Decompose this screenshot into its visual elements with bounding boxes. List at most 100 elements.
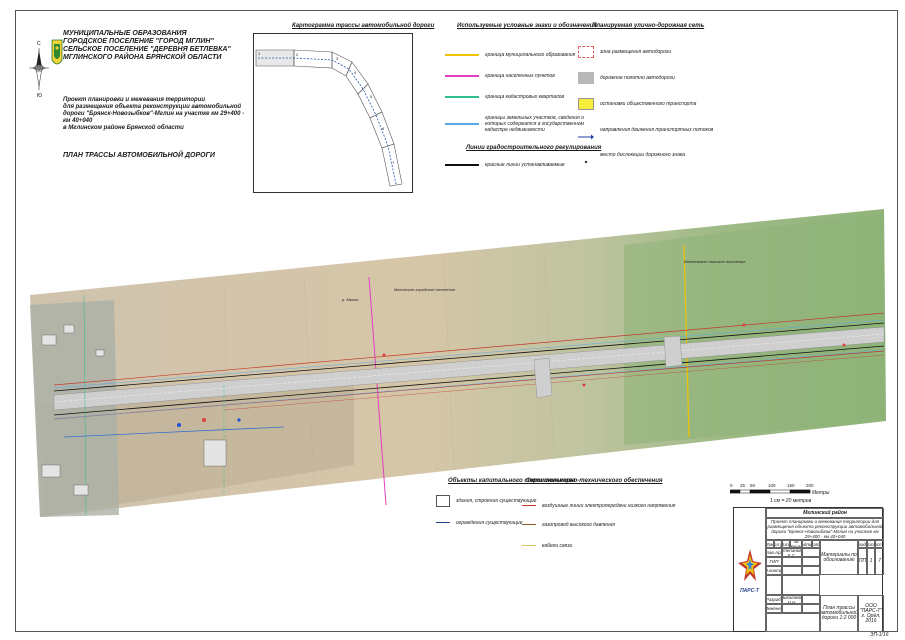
row-role: Разраб. — [766, 595, 782, 604]
row-name — [782, 604, 802, 613]
legend-item: ограждения существующие — [436, 520, 523, 526]
stage-value: ПП — [858, 548, 867, 575]
keymap-title: Картограмма трассы автомобильной дороги — [292, 23, 435, 29]
row-role: Н.контр. — [766, 566, 782, 575]
sheet-head: Лист — [867, 540, 875, 548]
scale-tick: 200 — [806, 483, 814, 488]
row-sign — [802, 557, 820, 566]
row-sign — [802, 604, 820, 613]
keymap-panel[interactable]: 1 2 3 4 5 6 7 — [253, 33, 413, 193]
legend-item: кабели связи — [522, 543, 572, 549]
legend-item: границы земельных участков, сведения о к… — [445, 115, 585, 133]
logo-text: ПАРС-Т — [740, 587, 759, 594]
row-role: ГИП — [766, 557, 782, 566]
spacer — [820, 575, 884, 595]
legend-item: здания, строения существующие — [436, 495, 536, 507]
legend-label: кабели связи — [542, 543, 573, 549]
col-head: Дата — [812, 540, 820, 548]
legend-item: направления движения транспортных потоко… — [578, 127, 713, 140]
col-head: Кол.уч — [774, 540, 782, 548]
legend-utilities-title: Сети инженерно-технического обеспечения — [526, 478, 663, 484]
legend-symbol — [445, 94, 479, 100]
row-empty — [782, 575, 820, 595]
scale-tick: 0 — [730, 483, 733, 488]
star-logo-icon — [737, 548, 762, 581]
drawing-name: План трассы автомобильной дороги 1:2 000 — [820, 595, 858, 632]
org-line: ГОРОДСКОЕ ПОСЕЛЕНИЕ "ГОРОД МГЛИН" — [63, 38, 214, 45]
row-sign — [802, 566, 820, 575]
legend-symbol — [522, 503, 536, 509]
row-role: Инженер — [766, 604, 782, 613]
legend-item: место дислокации дорожного знака — [578, 152, 686, 164]
title-block: ПАРС-Т Мглинский район Проект планировки… — [733, 507, 884, 632]
project-line: дороги "Брянск-Новозыбков"-Мглин на учас… — [63, 111, 245, 124]
keymap-sheet-label: 6 — [382, 126, 385, 131]
legend-symbol — [436, 520, 450, 526]
row-name: Николаева Н.Н. — [782, 595, 802, 604]
legend-symbol — [522, 522, 536, 528]
sheets-head: Листов — [875, 540, 884, 548]
legend-item: воздушные линии электропередачи низкого … — [522, 503, 675, 509]
legend-label: граница населенных пунктов — [485, 73, 555, 79]
keymap-sheet-label: 7 — [392, 160, 395, 165]
arrow-right-icon — [578, 127, 594, 140]
sheet-value: 1 — [867, 548, 875, 575]
legend-label: место дислокации дорожного знака — [600, 152, 686, 158]
legend-label: ограждения существующие — [456, 520, 523, 526]
keymap-sheet-label: 3 — [336, 56, 339, 61]
row-name — [782, 566, 802, 575]
project-cell: Проект планировки и межевания территории… — [766, 518, 884, 540]
legend-symbol — [445, 52, 479, 58]
dot-icon — [578, 152, 594, 164]
col-head: Подпись — [802, 540, 812, 548]
materials-cell: Материалы по обоснованию — [820, 540, 858, 575]
project-line: для размещения объекта реконструкции авт… — [63, 104, 242, 110]
legend-item: граница кадастровых кварталов — [445, 94, 564, 100]
scale-ratio: 1 см = 20 метров — [770, 498, 812, 504]
legend-symbol — [436, 495, 450, 507]
scale-tick: 100 — [768, 483, 776, 488]
map-label-river: р. Мглин — [341, 297, 359, 302]
col-head: Лист — [782, 540, 790, 548]
sheets-value: 7 — [875, 548, 884, 575]
row-empty — [766, 575, 782, 595]
company-cell: ООО "ПАРС-Т" г. Орёл, 2016 — [858, 595, 884, 632]
legend-item: дорожное полотно автодороги — [578, 72, 675, 84]
plan-title: ПЛАН ТРАССЫ АВТОМОБИЛЬНОЙ ДОРОГИ — [63, 152, 215, 159]
legend-label: граница муниципального образования — [485, 52, 576, 58]
road-plan-map[interactable]: р. Мглин Мглинское городское поселение Б… — [24, 205, 892, 525]
legend-label: граница кадастровых кварталов — [485, 94, 565, 100]
org-line: МУНИЦИПАЛЬНЫЕ ОБРАЗОВАНИЯ — [63, 30, 187, 37]
compass-south: Ю — [37, 93, 42, 98]
legend-symbol — [445, 121, 479, 127]
legend-item: зона размещения автодороги — [578, 46, 671, 58]
legend-label: здания, строения существующие — [456, 498, 537, 504]
organization-header: МУНИЦИПАЛЬНЫЕ ОБРАЗОВАНИЯ ГОРОДСКОЕ ПОСЕ… — [63, 30, 243, 62]
company-logo: ПАРС-Т — [734, 508, 766, 632]
legend-item: граница населенных пунктов — [445, 73, 555, 79]
row-sign — [802, 548, 820, 557]
compass-north: С — [37, 41, 41, 47]
keymap-sheet-label: 1 — [258, 51, 261, 56]
legend-symbol — [445, 73, 479, 79]
legend-symbol — [578, 46, 594, 58]
keymap-sheet-label: 2 — [296, 52, 299, 57]
keymap-sheet-label: 5 — [370, 94, 373, 99]
legend-label: границы земельных участков, сведения о к… — [485, 115, 584, 133]
keymap-sheet-label: 4 — [354, 70, 357, 75]
row-role: Глав.Арх. — [766, 548, 782, 557]
legend-conventional-title: Используемые условные знаки и обозначени… — [457, 23, 597, 29]
legend-item: остановки общественного транспорта — [578, 98, 696, 110]
org-line: СЕЛЬСКОЕ ПОСЕЛЕНИЕ "ДЕРЕВНЯ БЕТЛЕВКА" — [63, 46, 231, 53]
legend-symbol — [578, 72, 594, 84]
scale-unit: Метры — [812, 490, 830, 496]
legend-symbol — [522, 543, 536, 549]
legend-item: граница муниципального образования — [445, 52, 575, 58]
org-line: МГЛИНСКОГО РАЙОНА БРЯНСКОЙ ОБЛАСТИ — [63, 54, 222, 61]
legend-symbol — [445, 162, 479, 168]
scale-tick: 150 — [787, 483, 795, 488]
legend-label: остановки общественного транспорта — [600, 101, 697, 107]
legend-item: газопровод высокого давления — [522, 522, 615, 528]
map-label-field-2: Бетлевское сельское поселение — [684, 259, 746, 264]
project-line: Проект планировки и межевания территории — [63, 97, 206, 103]
